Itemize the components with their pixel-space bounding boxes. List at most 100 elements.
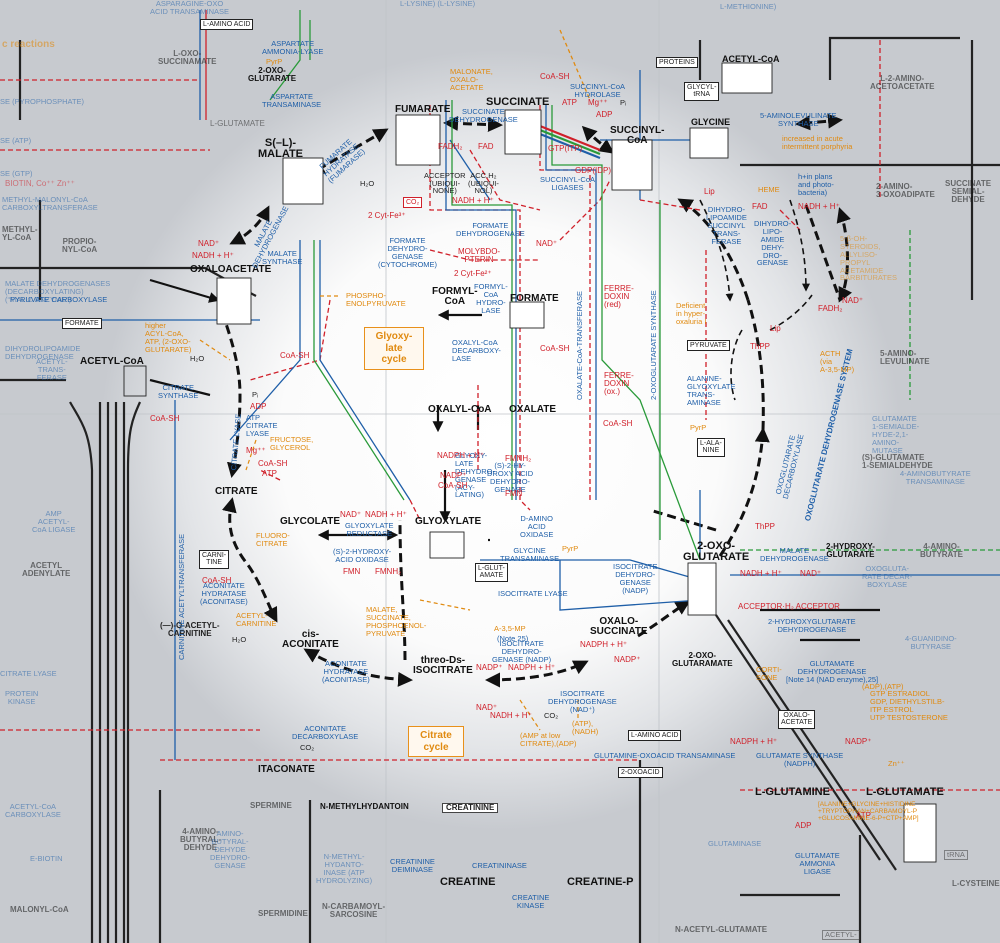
oxalyl-coa-decarboxylase-label[interactable]: OXALYL-CoA DECARBOXY- LASE <box>452 339 501 363</box>
two-oxoacid-box[interactable]: 2-OXOACID <box>618 767 663 778</box>
creatine-kinase-label[interactable]: CREATINE KINASE <box>512 894 549 910</box>
oxaloacetate-box[interactable]: OXALO- ACETATE <box>778 710 815 729</box>
acetyl-adenylate-label[interactable]: ACETYL ADENYLATE <box>22 562 70 578</box>
coa-sh-2: CoA-SH <box>280 352 309 360</box>
creatine-label[interactable]: CREATINE <box>440 877 495 888</box>
pyrp-note-1: PyrP <box>562 545 578 553</box>
glycolate-label[interactable]: GLYCOLATE <box>280 517 340 527</box>
dihydrolipoamide-succinyltransferase-label[interactable]: DIHYDRO- LIPOAMIDE SUCCINYL TRANS- FERAS… <box>706 206 747 245</box>
formyl-coa-hydrolase-label[interactable]: FORMYL- CoA HYDRO- LASE <box>474 283 508 315</box>
acetyl-coa-label[interactable]: ACETYL-CoA <box>80 357 144 367</box>
citrate-label[interactable]: CITRATE <box>215 487 258 497</box>
glycyl-trna-box[interactable]: GLYCYL- tRNA <box>684 82 719 101</box>
co2-box[interactable]: CO₂ <box>403 197 422 208</box>
citrate-synthase-label[interactable]: CITRATE SYNTHASE <box>158 384 198 400</box>
proteins-box[interactable]: PROTEINS <box>656 57 698 68</box>
itaconate-label[interactable]: ITACONATE <box>258 765 315 775</box>
spermine-label[interactable]: SPERMINE <box>250 802 292 810</box>
isocitrate-lyase-label[interactable]: ISOCITRATE LYASE <box>498 590 568 598</box>
succinyl-coa-hydrolase-label[interactable]: SUCCINYL-CoA HYDROLASE <box>570 83 625 99</box>
formate-dh-label[interactable]: FORMATE DEHYDROGENASE <box>456 222 525 238</box>
aconitase-2-label[interactable]: ACONITATE HYDRATASE (ACONITASE) <box>322 660 370 684</box>
creatinine-label[interactable]: CREATININE <box>442 803 498 813</box>
succinyl-coa-label[interactable]: SUCCINYL- CoA <box>610 126 664 146</box>
succinyl-coa-ligases-label[interactable]: SUCCINYL-CoA LIGASES <box>540 176 595 192</box>
two-oxo-glutarate-top-label[interactable]: 2-OXO- GLUTARATE <box>248 67 296 83</box>
aminolevulinate-synthase-label[interactable]: 5-AMINOLEVULINATE SYNTHASE <box>760 112 837 128</box>
malate-dh-top-label[interactable]: MALATE DEHYDROGENASE <box>760 547 829 563</box>
propionyl-coa-label[interactable]: PROPIO- NYL-CoA <box>62 238 97 254</box>
two-oxo-glutaramate-label[interactable]: 2-OXO- GLUTARAMATE <box>672 652 733 668</box>
lip-2: Lip <box>770 325 781 333</box>
creatine-p-label[interactable]: CREATINE-P <box>567 877 633 888</box>
l-glutamate-label[interactable]: L-GLUTAMATE <box>866 787 944 798</box>
formate-label[interactable]: FORMATE <box>510 294 559 304</box>
d-amino-acid-oxidase-label[interactable]: D-AMINO ACID OXIDASE <box>520 515 553 539</box>
oxalate-label[interactable]: OXALATE <box>509 405 556 415</box>
s2-hydroxyacid-oxidase-label[interactable]: (S)-2-HYDROXY- ACID OXIDASE <box>333 548 391 564</box>
l-glutamate-box[interactable]: L-GLUT- AMATE <box>475 563 508 582</box>
n-carbamoylsarcosine-label[interactable]: N-CARBAMOYL- SARCOSINE <box>322 903 385 919</box>
formyl-coa-label[interactable]: FORMYL- CoA <box>432 287 478 307</box>
carnitine-acetyltransferase-label[interactable]: CARNITINE ACETYLTRANSFERASE <box>178 534 186 660</box>
glycine-label[interactable]: GLYCINE <box>691 118 730 127</box>
two-hydroxyglutarate-label[interactable]: 2-HYDROXY- GLUTARATE <box>826 543 875 559</box>
l-amino-acid-box[interactable]: L-AMINO ACID <box>628 730 681 741</box>
isocitrate-dh-nad-label[interactable]: ISOCITRATE DEHYDROGENASE (NAD⁺) <box>548 690 617 714</box>
oxalosuccinate-label[interactable]: OXALO- SUCCINATE <box>590 617 648 637</box>
glutamate-synthase-label[interactable]: GLUTAMATE SYNTHASE (NADPH) <box>756 752 843 768</box>
aconitase-1-label[interactable]: ACONITATE HYDRATASE (ACONITASE) <box>200 582 248 606</box>
l-glutamine-label[interactable]: L-GLUTAMINE <box>755 787 830 798</box>
aspartate-ammonia-lyase-label[interactable]: ASPARTATE AMMONIA-LYASE <box>262 40 323 56</box>
s-malate-label[interactable]: S(–L)- MALATE <box>258 138 303 160</box>
two-amino-3-oxoadipate-label[interactable]: 2-AMINO- 3-OXOADIPATE <box>876 183 935 199</box>
l-cysteine-label[interactable]: L-CYSTEINE <box>952 880 1000 888</box>
methyl-coa-label[interactable]: METHYL- YL-CoA <box>2 226 38 242</box>
glycine-transaminase-label[interactable]: GLYCINE TRANSAMINASE <box>500 547 559 563</box>
aspartate-transaminase-label[interactable]: ASPARTATE TRANSAMINASE <box>262 93 321 109</box>
four-aminobutyrate-label[interactable]: 4-AMINO- BUTYRATE <box>920 543 963 559</box>
pyruvate-box[interactable]: PYRUVATE <box>687 340 730 351</box>
succinate-semialdehyde-label[interactable]: SUCCINATE SEMIAL- DEHYDE <box>945 180 991 204</box>
isocitrate-dh-nadp-2-label[interactable]: ISOCITRATE DEHYDRO- GENASE (NADP) <box>492 640 551 664</box>
hydroxyglutarate-dh-label[interactable]: 2-HYDROXYGLUTARATE DEHYDROGENASE <box>768 618 856 634</box>
n-acetyl-glutamate-label[interactable]: N-ACETYL-GLUTAMATE <box>675 926 767 934</box>
glutamate-ammonia-ligase-label[interactable]: GLUTAMATE AMMONIA LIGASE <box>795 852 840 876</box>
formate-box[interactable]: FORMATE <box>62 318 102 329</box>
l-alanine-box[interactable]: L-ALA- NINE <box>697 438 725 457</box>
o-acetyl-carnitine-label[interactable]: (—)-O-ACETYL- CARNITINE <box>160 622 220 638</box>
n-methylhydantoin-label[interactable]: N-METHYLHYDANTOIN <box>320 803 409 811</box>
five-aminolevulinate-label[interactable]: 5-AMINO- LEVULINATE <box>880 350 930 366</box>
cis-aconitate-label[interactable]: cis- ACONITATE <box>282 630 339 650</box>
fructose-glycerol-note: FRUCTOSE, GLYCEROL <box>270 436 313 452</box>
two-oxoglutarate-synthase-label[interactable]: 2-OXOGLUTARATE SYNTHASE <box>650 290 658 400</box>
malate-synthase-label[interactable]: MALATE SYNTHASE <box>262 250 302 266</box>
fumarate-label[interactable]: FUMARATE <box>395 105 450 115</box>
isocitrate-dh-nadp-label[interactable]: ISOCITRATE DEHYDRO- GENASE (NADP) <box>613 563 657 595</box>
succinate-dehydrogenase-label[interactable]: SUCCINATE DEHYDROGENASE <box>449 108 518 124</box>
glutamate-dh-label[interactable]: GLUTAMATE DEHYDROGENASE [Note 14 (NAD en… <box>786 660 878 684</box>
oxalate-coa-transferase-label[interactable]: OXALATE-CoA-TRANSFERASE <box>576 291 584 400</box>
s-glutamate-semialdehyde-label[interactable]: (S)-GLUTAMATE 1-SEMIALDEHYDE <box>862 454 933 470</box>
two-oxoglutarate-label[interactable]: 2-OXO- GLUTARATE <box>683 541 749 563</box>
creatininase-label[interactable]: CREATININASE <box>472 862 527 870</box>
dihydrolipoamide-dh-label[interactable]: DIHYDRO- LIPO- AMIDE DEHY- DRO- GENASE <box>754 220 791 267</box>
acetyl-coa-top-label[interactable]: ACETYL-CoA <box>722 55 780 64</box>
isocitrate-label[interactable]: threo-Ds- ISOCITRATE <box>413 656 473 676</box>
glyoxylate-label[interactable]: GLYOXYLATE <box>415 517 481 527</box>
l-oxo-succinamate-label[interactable]: L-OXO- SUCCINAMATE <box>158 50 217 66</box>
l-amino-acid-top-box[interactable]: L-AMINO ACID <box>200 19 253 30</box>
glutamine-oxoacid-transaminase-label[interactable]: GLUTAMINE-OXOACID TRANSAMINASE <box>594 752 735 760</box>
glyoxylate-reductase-label[interactable]: GLYOXYLATE REDUCTASE <box>345 522 394 538</box>
alanine-glyoxylate-transaminase-label[interactable]: ALANINE- GLYOXYLATE TRANS- AMINASE <box>687 375 736 407</box>
aconitate-decarboxylase-label[interactable]: ACONITATE DECARBOXYLASE <box>292 725 358 741</box>
spermidine-label[interactable]: SPERMIDINE <box>258 910 308 918</box>
h2o-2: H₂O <box>190 355 204 363</box>
oxalyl-coa-label[interactable]: OXALYL-CoA <box>428 405 492 415</box>
fmnh2-2: FMNH₂ <box>505 455 531 463</box>
l-2-amino-acetoacetate-label[interactable]: L-2-AMINO- ACETOACETATE <box>870 75 934 91</box>
carnitine-box[interactable]: CARNI- TINE <box>199 550 229 569</box>
creatinine-deiminase-label[interactable]: CREATININE DEIMINASE <box>390 858 435 874</box>
malonyl-coa-label[interactable]: MALONYL-CoA <box>10 906 69 914</box>
formate-dh-cytochrome-label[interactable]: FORMATE DEHYDRO- GENASE (CYTOCHROME) <box>378 237 437 269</box>
